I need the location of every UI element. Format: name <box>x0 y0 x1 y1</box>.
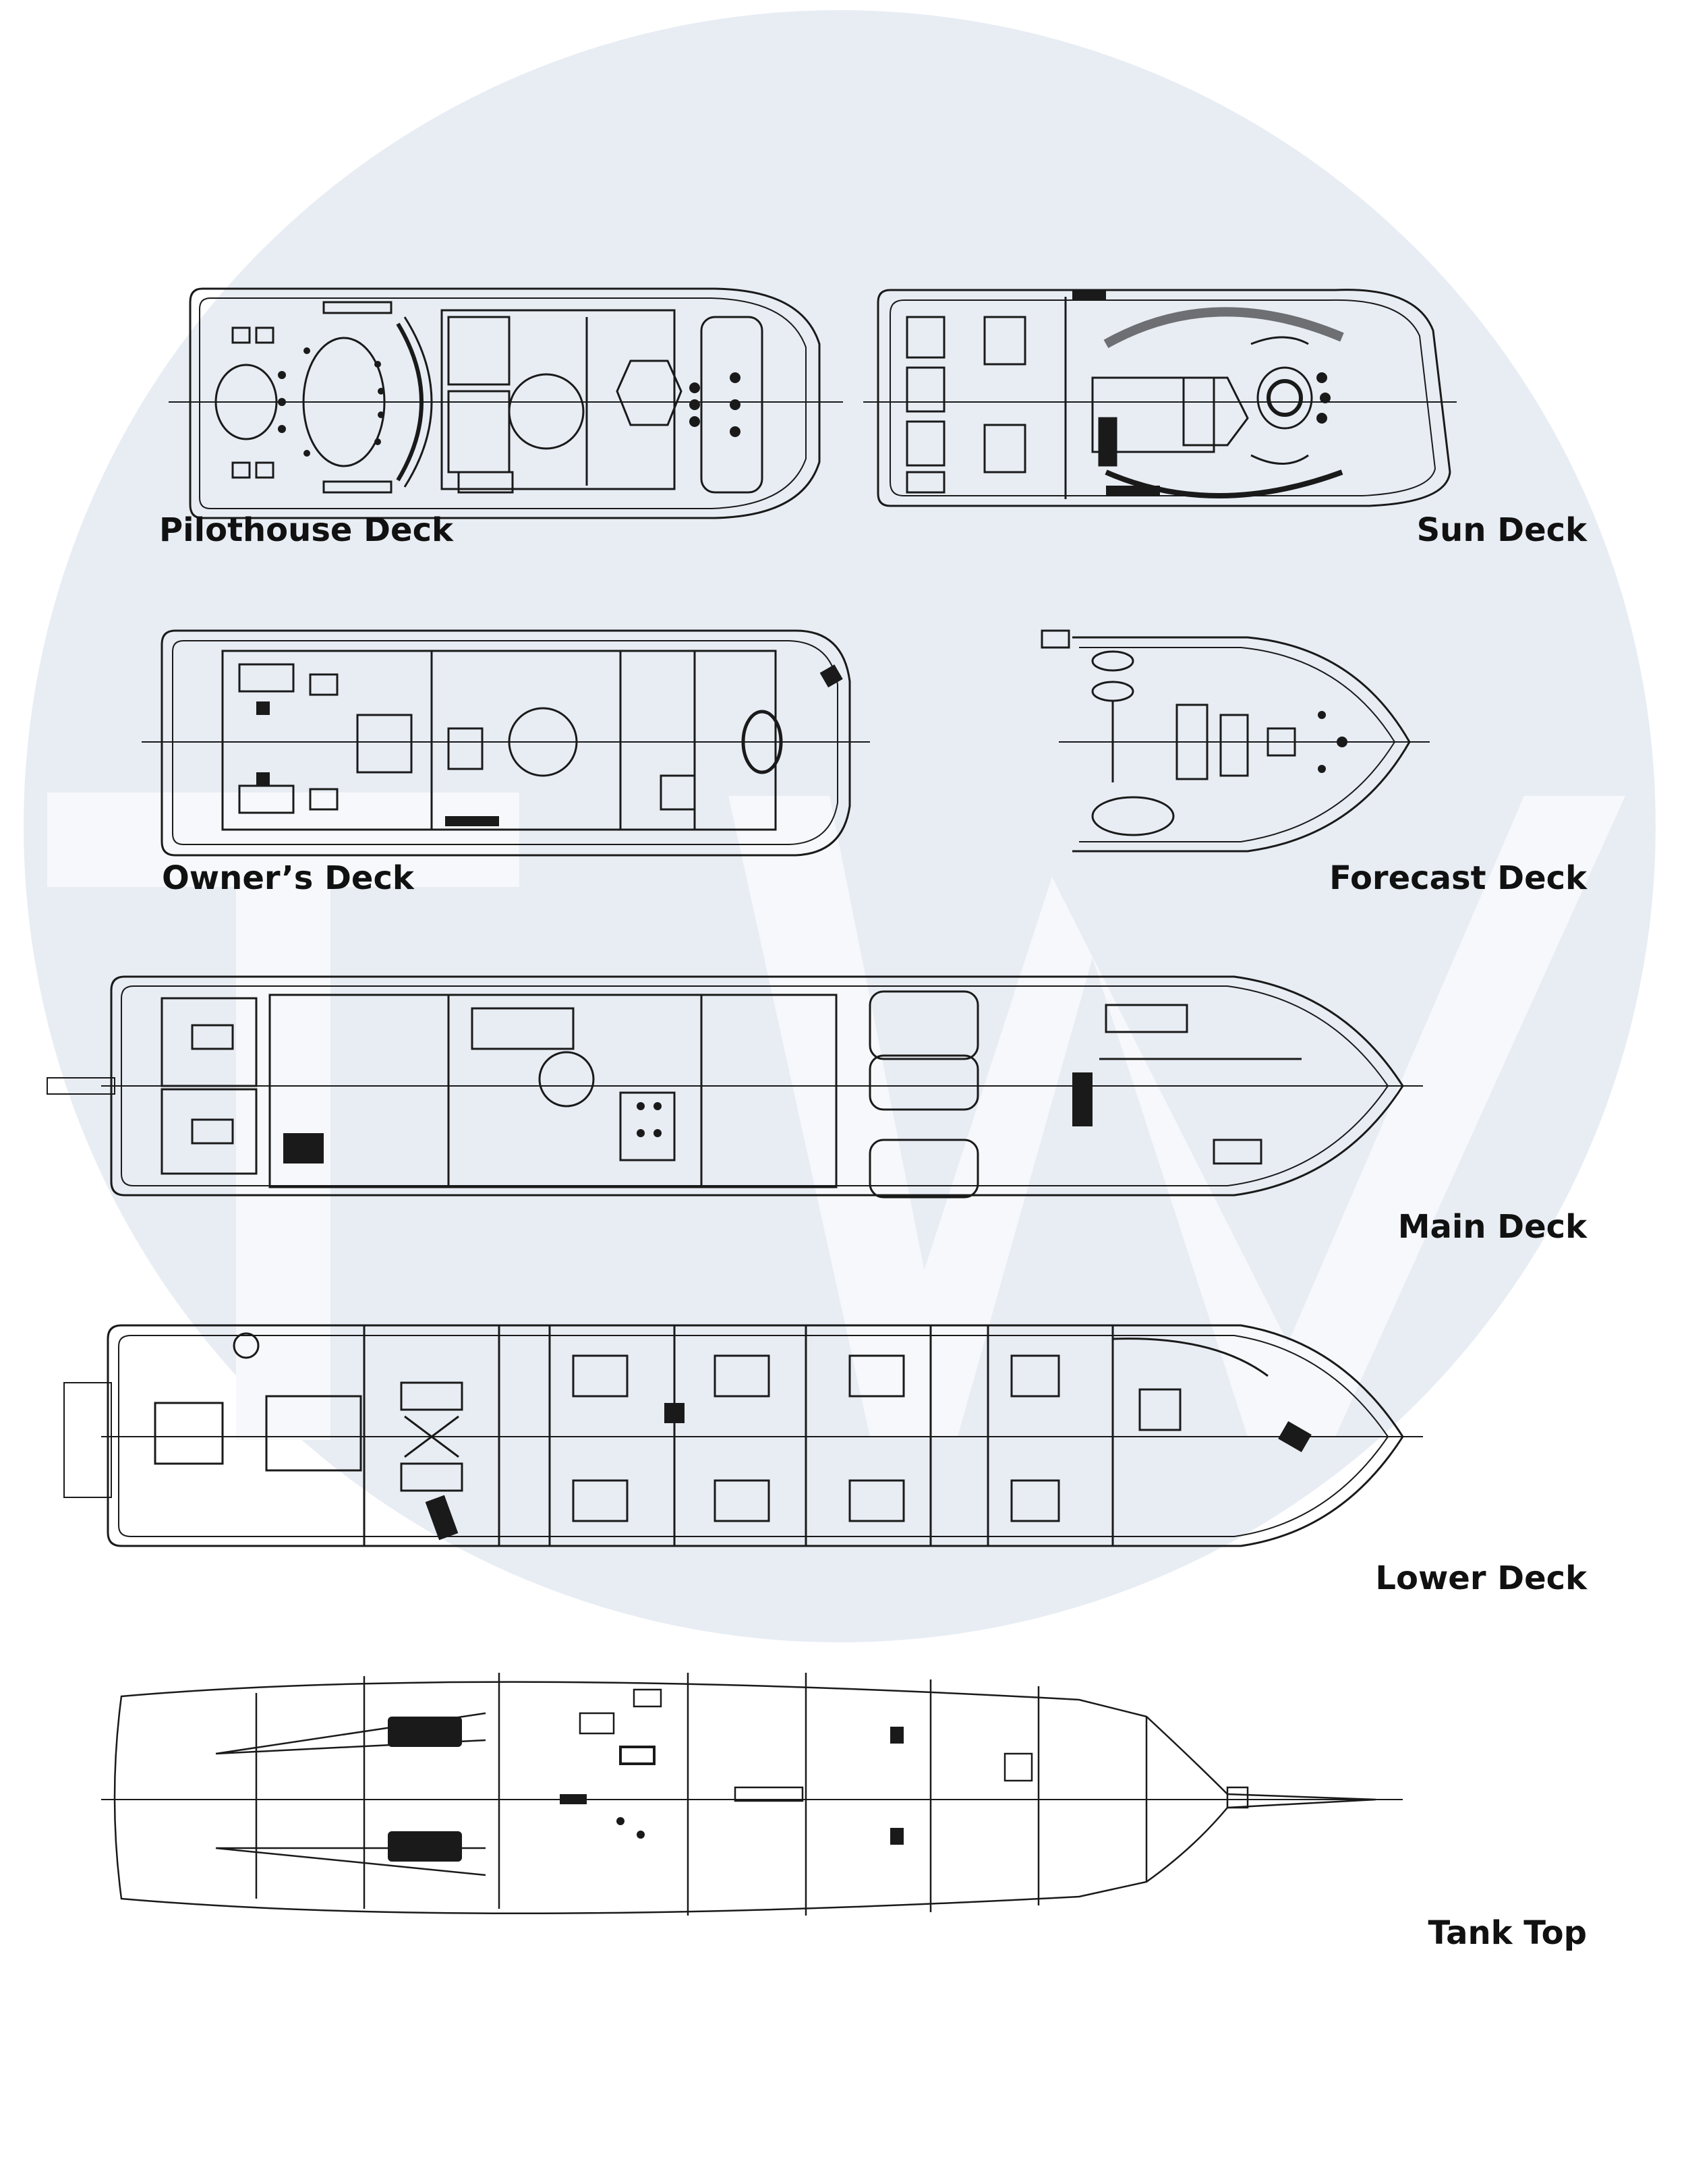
owners-deck-label: Owner’s Deck <box>162 859 414 897</box>
watermark-letters <box>47 793 1625 1440</box>
pilothouse-deck-label: Pilothouse Deck <box>159 511 453 549</box>
forecast-deck-label: Forecast Deck <box>1329 859 1587 897</box>
sun-deck-label: Sun Deck <box>1416 511 1587 549</box>
tank-top-label: Tank Top <box>1428 1914 1587 1952</box>
lower-deck-label: Lower Deck <box>1375 1559 1587 1597</box>
main-deck-label: Main Deck <box>1397 1208 1587 1246</box>
